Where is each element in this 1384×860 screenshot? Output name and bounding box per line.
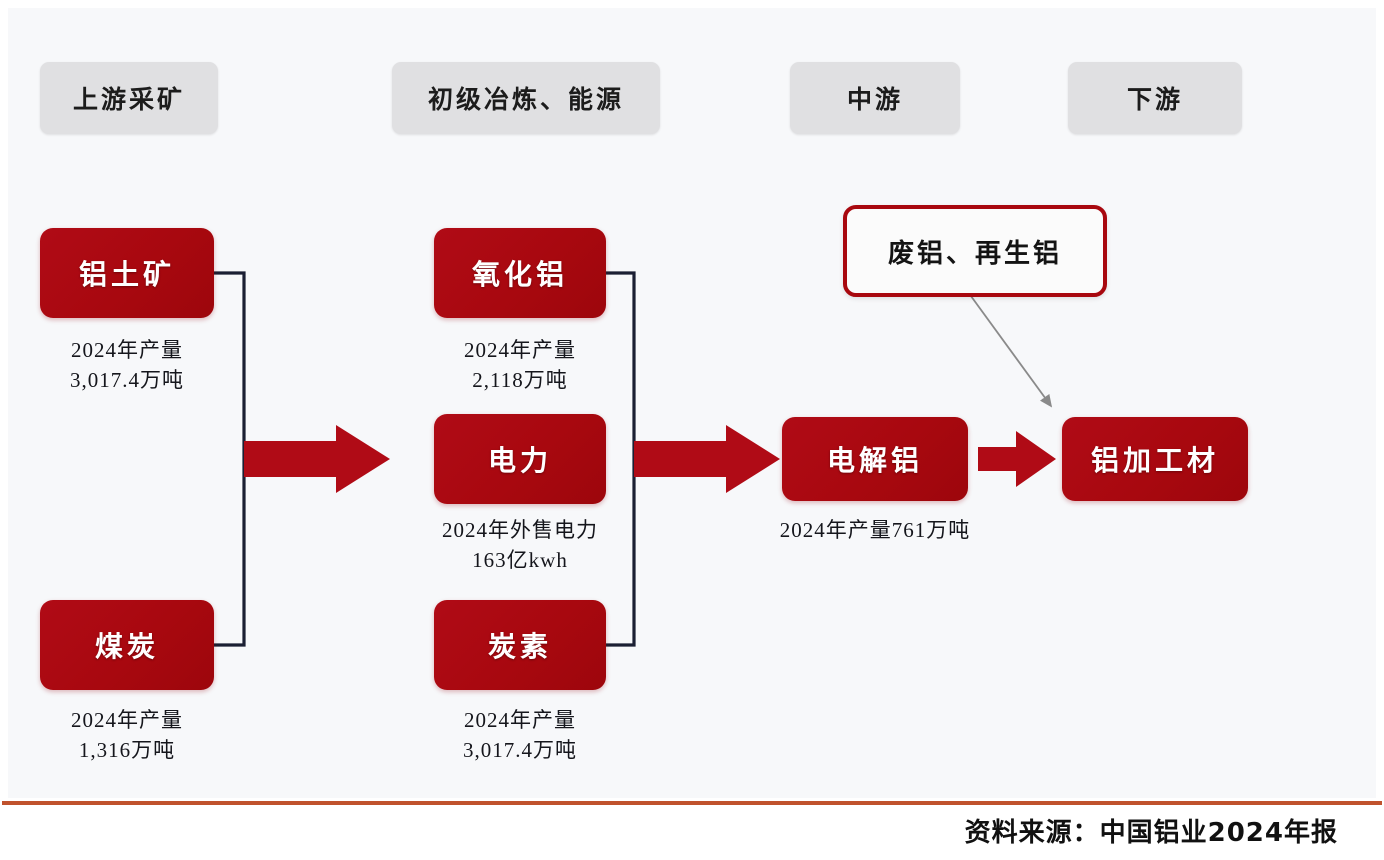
caption-power: 2024年外售电力 163亿kwh: [442, 518, 598, 572]
stage-header-label: 初级冶炼、能源: [427, 87, 624, 114]
caption-electrolytic-aluminium: 2024年产量761万吨: [779, 518, 971, 542]
node-label: 煤炭: [94, 632, 159, 663]
caption-bauxite: 2024年产量 3,017.4万吨: [70, 338, 184, 392]
node-carbon[interactable]: 炭素: [434, 600, 606, 690]
node-label: 电力: [487, 446, 552, 477]
node-label: 铝加工材: [1090, 446, 1219, 477]
caption-carbon: 2024年产量 3,017.4万吨: [463, 708, 577, 762]
node-bauxite[interactable]: 铝土矿: [40, 228, 214, 318]
node-scrap-recycled-aluminium[interactable]: 废铝、再生铝: [843, 205, 1107, 297]
node-electrolytic-aluminium[interactable]: 电解铝: [782, 417, 968, 501]
stage-header-label: 下游: [1126, 87, 1183, 114]
caption-coal: 2024年产量 1,316万吨: [71, 708, 183, 762]
node-power[interactable]: 电力: [434, 414, 606, 504]
stage-header-label: 中游: [846, 87, 903, 114]
node-alumina[interactable]: 氧化铝: [434, 228, 606, 318]
stage-header-label: 上游采矿: [72, 87, 185, 114]
caption-alumina: 2024年产量 2,118万吨: [464, 338, 576, 392]
node-coal[interactable]: 煤炭: [40, 600, 214, 690]
footer-source: 资料来源：中国铝业2024年报: [964, 818, 1338, 848]
node-label: 铝土矿: [78, 260, 175, 291]
stage-header-primary-smelting: 初级冶炼、能源: [392, 62, 660, 134]
node-label: 电解铝: [826, 446, 923, 477]
node-label: 氧化铝: [471, 260, 568, 291]
node-fabricated-aluminium[interactable]: 铝加工材: [1062, 417, 1248, 501]
footer-divider: [2, 801, 1382, 805]
node-label: 废铝、再生铝: [887, 238, 1062, 268]
node-label: 炭素: [487, 632, 552, 663]
stage-header-upstream: 上游采矿: [40, 62, 218, 134]
stage-header-midstream: 中游: [790, 62, 960, 134]
stage-header-downstream: 下游: [1068, 62, 1242, 134]
